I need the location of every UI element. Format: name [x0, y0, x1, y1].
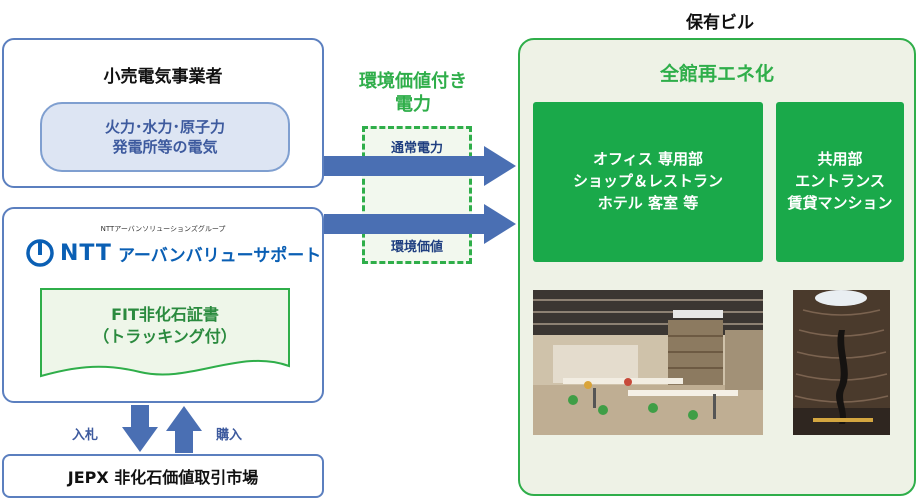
env-power-dashed-box [362, 126, 472, 264]
ntt-logo-text: NTT [60, 240, 112, 266]
env-value-arrow [324, 204, 516, 244]
env-value-power-label: 環境価値付き 電力 [338, 70, 488, 117]
office-area-block: オフィス 専用部 ショップ＆レストラン ホテル 客室 等 [533, 102, 763, 262]
pill-line-1: 火力･水力･原子力 [104, 117, 225, 136]
all-building-renewable-banner: 全館再エネ化 [659, 63, 774, 85]
ntt-group-text: NTTアーバンソリューションズグループ [100, 225, 226, 233]
common-line-3: 賃貸マンション [787, 193, 893, 212]
common-area-block: 共用部 エントランス 賃貸マンション [776, 102, 904, 262]
certificate-document-shape [40, 288, 290, 378]
pill-line-2: 発電所等の電気 [112, 138, 218, 156]
office-line-3: ホテル 客室 等 [597, 193, 699, 212]
office-line-1: オフィス 専用部 [593, 150, 703, 169]
office-line-2: ショップ＆レストラン [572, 172, 723, 191]
jepx-market-box: JEPX 非化石価値取引市場 [2, 454, 324, 498]
ordinary-power-arrow [324, 146, 516, 186]
env-label-line-1: 環境価値付き [359, 71, 467, 92]
certificate-line-1: FIT非化石証書 [111, 305, 219, 324]
env-label-line-2: 電力 [395, 94, 431, 116]
common-line-1: 共用部 [817, 150, 863, 169]
purchase-arrow-up [166, 406, 202, 453]
common-line-2: エントランス [795, 172, 885, 191]
env-value-label: 環境価値 [390, 240, 443, 255]
owned-building-heading: 保有ビル [686, 13, 754, 33]
bid-arrow-down [122, 405, 158, 452]
jepx-market-label: JEPX 非化石価値取引市場 [67, 468, 259, 487]
ntt-logo-icon [26, 239, 54, 267]
ntt-logo: NTT アーバンバリューサポート [26, 238, 321, 268]
atrium-photo [793, 290, 890, 435]
purchase-label: 購入 [216, 428, 243, 443]
office-interior-photo [533, 290, 763, 435]
power-retailer-title: 小売電気事業者 [103, 67, 223, 87]
fit-certificate-text: FIT非化石証書 （トラッキング付） [40, 304, 290, 347]
bid-label: 入札 [72, 428, 99, 443]
ntt-logo-company: アーバンバリューサポート [117, 245, 322, 266]
power-plant-pill: 火力･水力･原子力 発電所等の電気 [40, 102, 290, 172]
certificate-line-2: （トラッキング付） [93, 326, 237, 346]
ordinary-power-label: 通常電力 [390, 141, 443, 156]
